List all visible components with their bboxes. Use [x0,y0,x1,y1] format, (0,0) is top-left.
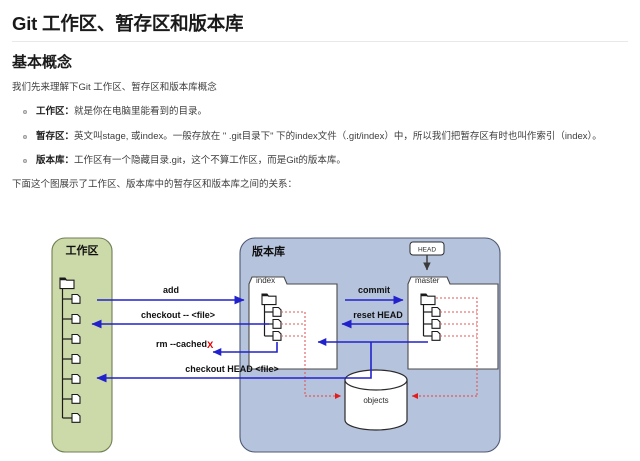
title-divider [12,41,628,43]
master-label: master [415,276,440,285]
arrow-commit-label: commit [358,285,390,295]
master-file-nodes [423,306,441,341]
concept-text: 英文叫stage, 或index。一般存放在 " .git目录下" 下的inde… [74,130,602,142]
objects-database: objects [344,369,408,431]
concept-term: 工作区： [36,106,75,118]
concepts-list: 工作区：就是你在电脑里能看到的目录。 暂存区：英文叫stage, 或index。… [12,105,628,168]
arrow-checkout-head-file-label: checkout HEAD <file> [185,364,279,374]
arrow-add-label: add [163,285,179,295]
bullet-icon [23,110,27,115]
list-item: 工作区：就是你在电脑里能看到的目录。 [12,105,628,119]
bullet-icon [23,134,27,139]
section-title: 基本概念 [12,54,73,72]
arrow-checkout-head-file: checkout HEAD <file> [96,342,372,383]
index-object-links [281,311,306,396]
master-folder-icon [420,293,436,306]
index-file-nodes [264,306,282,341]
master-object-links [436,297,478,396]
workspace-label: 工作区 [66,243,99,257]
folder-icon [59,277,75,290]
arrow-reset-head-label: reset HEAD [353,310,403,320]
rm-cached-x-marker: X [207,340,214,351]
index-label: index [256,276,275,285]
concept-term: 暂存区： [36,130,75,142]
concept-text: 就是你在电脑里能看到的目录。 [74,106,208,118]
git-areas-diagram: 工作区 版本库 [0,228,640,461]
objects-label: objects [363,396,388,405]
index-folder: index [248,276,338,396]
page-title: Git 工作区、暂存区和版本库 [12,13,244,34]
list-item: 暂存区：英文叫stage, 或index。一般存放在 " .git目录下" 下的… [12,130,628,144]
article-body: Git 工作区、暂存区和版本库 基本概念 我们先来理解下Git 工作区、暂存区和… [0,0,640,192]
repository-label: 版本库 [252,244,285,258]
concept-text: 工作区有一个隐藏目录.git，这个不算工作区，而是Git的版本库。 [74,154,346,166]
master-folder: master [407,276,499,396]
arrow-commit: commit [345,285,404,305]
workspace-file-nodes [62,293,81,423]
arrow-add: add [97,285,245,305]
head-label: HEAD [418,247,436,254]
arrow-rm-cached-label: rm --cached [156,339,207,349]
workspace-zone: 工作区 [51,237,113,453]
bullet-icon [23,158,27,163]
figure-caption: 下面这个图展示了工作区、版本库中的暂存区和版本库之间的关系： [12,179,298,191]
arrow-rm-cached: rm --cached X [156,339,278,356]
arrow-checkout-file-label: checkout -- <file> [141,310,215,320]
arrow-checkout-file: checkout -- <file> [91,310,269,329]
index-folder-icon [261,293,277,306]
intro-paragraph: 我们先来理解下Git 工作区、暂存区和版本库概念 [12,82,217,94]
arrow-reset-head: reset HEAD [341,310,409,329]
list-item: 版本库：工作区有一个隐藏目录.git，这个不算工作区，而是Git的版本库。 [12,154,628,168]
head-box: HEAD [409,241,445,271]
concept-term: 版本库： [36,154,75,166]
